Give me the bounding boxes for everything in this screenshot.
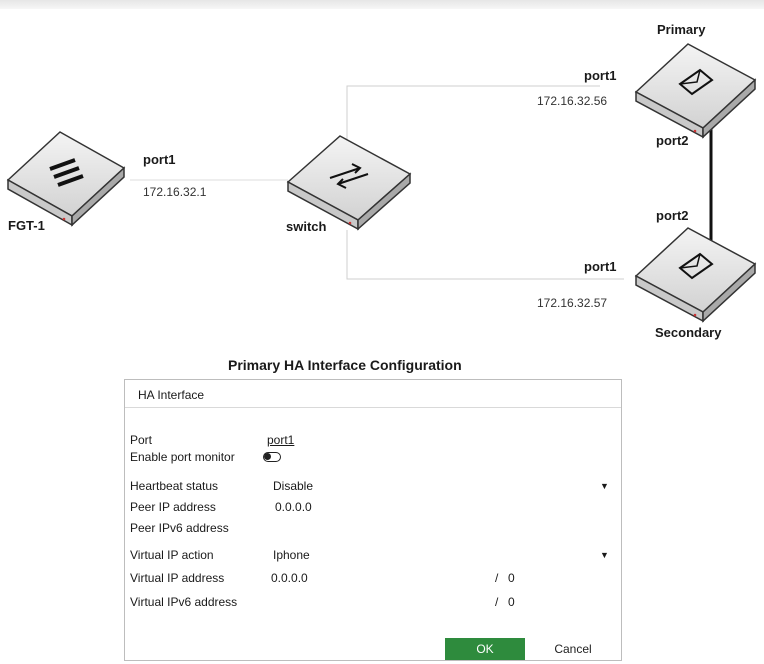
- secondary-port2-label: port2: [656, 208, 689, 223]
- vip-action-select[interactable]: Iphone: [273, 548, 310, 562]
- port-value-link[interactable]: port1: [267, 433, 295, 447]
- vipv6-address-slash: /: [495, 595, 499, 609]
- primary-ip: 172.16.32.56: [537, 94, 608, 108]
- vipv6-address-mask[interactable]: 0: [508, 595, 515, 609]
- panel-header-title: HA Interface: [138, 388, 205, 402]
- port-monitor-toggle[interactable]: [263, 452, 281, 462]
- top-bar: [0, 0, 764, 9]
- peer-ipv6-label: Peer IPv6 address: [130, 521, 229, 535]
- vip-address-slash: /: [495, 571, 499, 585]
- ha-interface-dialog: HA Interface Port port1 Enable port moni…: [124, 379, 622, 661]
- vip-address-label: Virtual IP address: [130, 571, 225, 585]
- peer-ip-label: Peer IP address: [130, 500, 216, 514]
- secondary-ip: 172.16.32.57: [537, 296, 608, 310]
- fgt1-device-icon: [6, 131, 126, 227]
- toggle-knob: [264, 453, 271, 460]
- link-switch-secondary: [346, 230, 624, 280]
- primary-port1-label: port1: [584, 68, 617, 83]
- secondary-device-icon: [634, 227, 757, 323]
- heartbeat-select[interactable]: Disable: [273, 479, 314, 493]
- fgt1-ip: 172.16.32.1: [143, 185, 207, 199]
- peer-ip-value[interactable]: 0.0.0.0: [275, 500, 312, 514]
- dialog-title: Primary HA Interface Configuration: [228, 357, 462, 373]
- heartbeat-label: Heartbeat status: [130, 479, 219, 493]
- link-switch-primary: [346, 85, 600, 160]
- ok-button[interactable]: OK: [445, 638, 525, 660]
- primary-port2-label: port2: [656, 133, 689, 148]
- vipv6-address-label: Virtual IPv6 address: [130, 595, 238, 609]
- heartbeat-caret-icon[interactable]: ▼: [600, 481, 609, 491]
- port-label: Port: [130, 433, 153, 447]
- switch-device-icon: [286, 135, 412, 231]
- cancel-button[interactable]: Cancel: [554, 642, 592, 656]
- fgt1-label: FGT-1: [8, 218, 45, 233]
- panel-header: HA Interface: [125, 380, 621, 408]
- primary-device-icon: [634, 43, 757, 139]
- switch-label: switch: [286, 219, 327, 234]
- secondary-port1-label: port1: [584, 259, 617, 274]
- primary-label: Primary: [657, 22, 706, 37]
- vip-address-mask[interactable]: 0: [508, 571, 515, 585]
- vip-action-caret-icon[interactable]: ▼: [600, 550, 609, 560]
- port-monitor-label: Enable port monitor: [130, 450, 235, 464]
- vip-action-label: Virtual IP action: [130, 548, 214, 562]
- vip-address-value[interactable]: 0.0.0.0: [271, 571, 308, 585]
- secondary-label: Secondary: [655, 325, 722, 340]
- fgt1-port1-label: port1: [143, 152, 176, 167]
